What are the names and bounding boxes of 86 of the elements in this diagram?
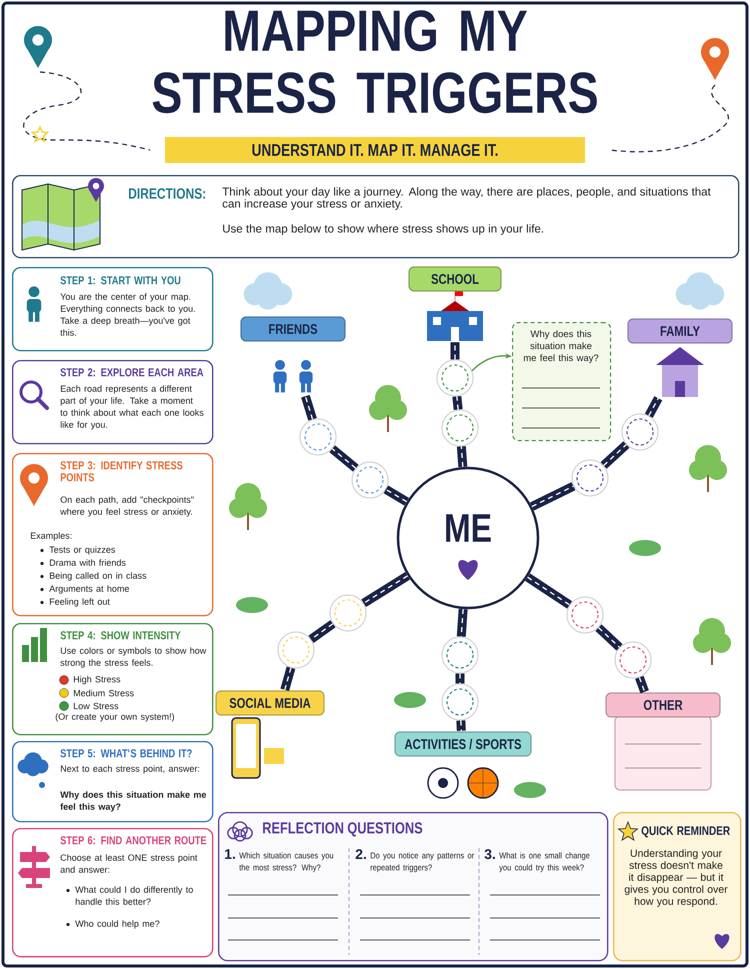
panel-heading: REFLECTION QUESTIONS [263,822,422,837]
question-text: Which situation causes you the most stress? Why? [239,852,334,872]
reminder-card [613,812,742,962]
body-text: Use colors or symbols to show how strong the stress feels. [60,647,206,668]
checkpoint-circle [330,594,366,632]
road [308,620,336,643]
road [525,573,572,609]
banner: OTHER [606,692,720,718]
note-text: Why does this situation make me feel this way? [524,330,598,364]
road [361,572,410,608]
checkpoint-circle [622,414,658,450]
road [384,486,409,506]
step-card [12,453,214,616]
road [452,396,463,410]
road [456,720,466,731]
bullet-item: Drama with friends [40,559,126,566]
card-heading: QUICK REMINDER [642,826,730,838]
step-card [12,828,214,958]
body-text: Next to each stress point, answer: [60,765,200,774]
body-text: (Or create your own system!) [56,713,174,722]
subtitle-banner: UNDERSTAND IT. MAP IT. MANAGE IT. [165,137,585,163]
checkpoint-circle [566,596,604,634]
directions-heading: DIRECTIONS: [129,188,206,199]
banner: SOCIAL MEDIA [216,690,324,716]
question-text: Do you notice any patterns or repeated triggers? [370,852,474,872]
checkpoint-circle [300,418,336,456]
banner: SCHOOL [408,266,502,292]
road [600,441,630,469]
center-label: ME [446,514,491,542]
checkpoint-circle [352,462,388,498]
body-text: Understanding your stress doesn't make it disappear — but it gives you control over how you respond. [624,849,728,907]
center-circle [396,466,540,610]
question-number: 3. [484,849,495,860]
title: MAPPING MY STRESS TRIGGERS [152,10,597,114]
directions-text: Use the map below to show where stress shows up in your life. [223,224,543,235]
road [456,446,468,468]
checkpoint-circle [442,684,478,720]
checkpoint-circle [442,636,478,674]
question-text: What is one small change you could try this week? [499,852,590,872]
banner: FAMILY [628,318,732,344]
road [301,394,317,421]
road [635,676,649,694]
road [329,445,359,472]
bullet-item: What could I do differently to handle this better? [66,886,193,905]
card-heading: STEP 5: WHAT'S BEHIND IT? [60,749,192,758]
legend-label: Medium Stress [74,690,134,696]
bullet-item: Being called on in class [40,572,146,581]
checkpoint-circle [442,410,478,446]
road [450,342,460,360]
banner: FRIENDS [240,316,346,342]
card-heading: STEP 1: START WITH YOU [60,276,180,284]
card-heading: STEP 3: IDENTIFY STRESS POINTS [60,461,182,482]
body-text: Each road represents a different part of your life. Take a moment to think about what each one looks like for you. [60,385,204,430]
directions-box [12,175,740,258]
step-card [12,360,214,444]
road [456,608,468,637]
road [530,482,576,511]
card-heading: STEP 2: EXPLORE EACH AREA [60,368,204,376]
body-text: Examples: [30,532,72,541]
step-card [12,267,214,352]
directions-text: Think about your day like a journey. Along the way, there are places, people, and situations that can increase your stress or anxiety. [222,187,711,210]
legend-label: Low Stress [74,702,118,710]
step-card [12,623,214,736]
checkpoint-circle [614,642,652,678]
body-text: Choose at least ONE stress point and answer: [60,854,198,873]
bullet-item: Who could help me? [66,920,160,929]
checkpoint-circle [572,460,608,496]
road [595,624,623,651]
road [456,674,464,684]
body-text: You are the center of your map. Everything connects back to you. Take a deep breath—you've got this. [60,293,195,336]
banner: ACTIVITIES / SPORTS [394,732,532,756]
question-text: Why does this situation make me feel this way? [60,791,206,812]
road [644,396,662,418]
question-number: 1. [225,849,235,859]
bullet-item: Feeling left out [40,598,110,607]
card-heading: STEP 4: SHOW INTENSITY [60,631,181,640]
bullet-item: Tests or quizzes [40,546,116,555]
card-heading: STEP 6: FIND ANOTHER ROUTE [60,836,206,844]
body-text: On each path, add "checkpoints" where you feel stress or anxiety. [60,496,194,517]
bullet-item: Arguments at home [40,585,129,594]
checkpoint-circle [278,632,314,668]
legend-label: High Stress [74,676,120,684]
question-number: 2. [356,849,366,859]
checkpoint-circle [436,360,474,396]
road [280,666,296,692]
step-card [12,741,214,822]
